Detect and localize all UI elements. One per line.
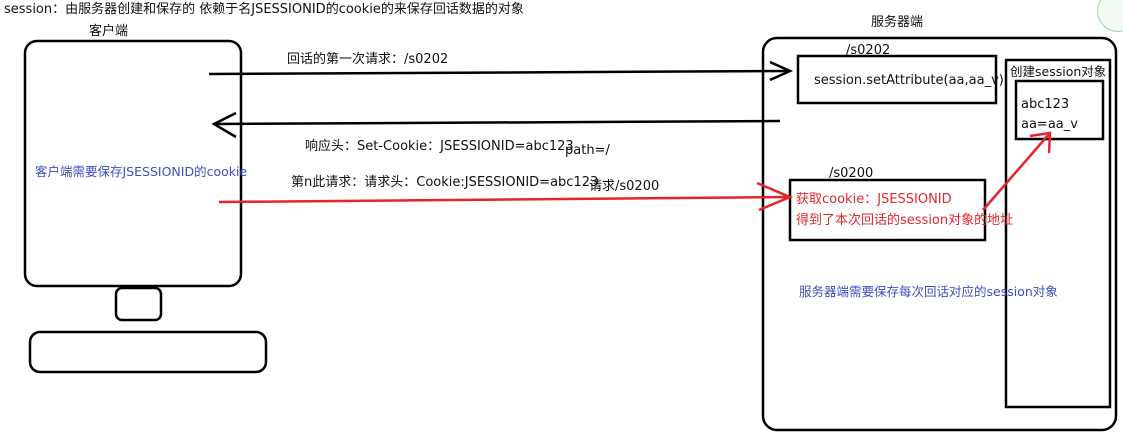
response-header-label: 响应头：Set-Cookie：JSESSIONID=abc123 bbox=[305, 139, 574, 154]
servlet-bottom-box bbox=[788, 178, 987, 242]
server-label: 服务器端 bbox=[871, 15, 924, 30]
arrow-response-head bbox=[211, 111, 237, 139]
session-object-box bbox=[1014, 79, 1105, 141]
response-path-label: path=/ bbox=[565, 143, 610, 158]
arrow-first-request-head bbox=[769, 60, 794, 82]
servlet-bottom-path: /s0200 bbox=[829, 166, 874, 181]
page-title: session：由服务器创建和保存的 依赖于名JSESSIONID的cookie… bbox=[4, 2, 524, 17]
arrow-lookup-session bbox=[982, 132, 1051, 211]
client-label: 客户端 bbox=[89, 24, 129, 39]
nth-request-label: 第n此请求：请求头：Cookie:JSESSIONID=abc123 bbox=[291, 175, 599, 190]
session-store-box bbox=[1004, 58, 1112, 409]
session-id: abc123 bbox=[1021, 97, 1070, 112]
servlet-top-box bbox=[796, 54, 998, 105]
server-box bbox=[761, 36, 1118, 432]
arrow-nth-request bbox=[218, 195, 791, 204]
client-base bbox=[28, 330, 268, 374]
nth-request-target: 请求/s0200 bbox=[589, 179, 660, 194]
session-store-title: 创建session对象 bbox=[1010, 64, 1107, 79]
first-request-label: 回话的第一次请求：/s0202 bbox=[287, 52, 449, 67]
servlet-top-code: session.setAttribute(aa,aa_v); bbox=[814, 73, 1009, 88]
arrow-lookup-session-head bbox=[1029, 131, 1052, 154]
client-stand bbox=[114, 286, 163, 322]
arrow-nth-request-head bbox=[756, 181, 794, 212]
servlet-bottom-line2: 得到了本次回话的session对象的地址 bbox=[796, 213, 1014, 228]
server-note: 服务器端需要保存每次回话对应的session对象 bbox=[799, 284, 1058, 299]
arrow-first-request bbox=[208, 69, 791, 76]
servlet-top-path: /s0202 bbox=[846, 43, 891, 58]
client-note: 客户端需要保存JSESSIONID的cookie bbox=[35, 164, 248, 179]
client-monitor bbox=[23, 39, 243, 288]
arrow-response bbox=[213, 119, 781, 126]
session-attr: aa=aa_v bbox=[1021, 117, 1078, 132]
servlet-bottom-line1: 获取cookie：JSESSIONID bbox=[796, 192, 952, 207]
